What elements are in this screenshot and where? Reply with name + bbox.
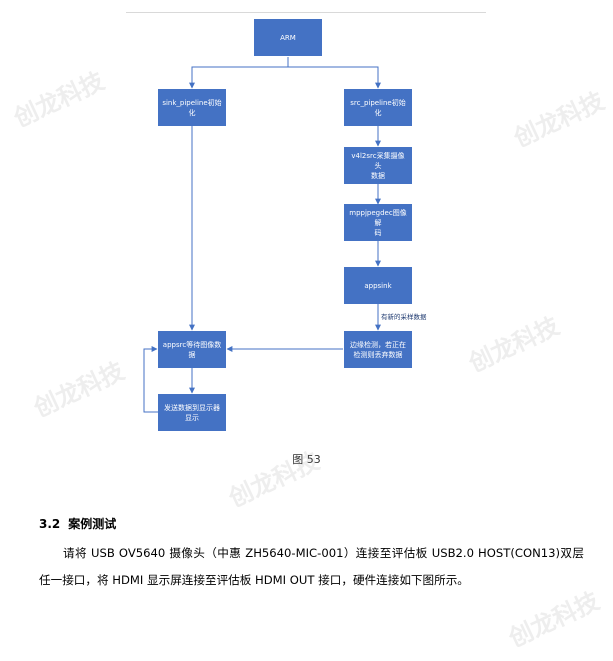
top-rule (126, 12, 486, 13)
edge-label-new-sample: 有新的采样数据 (381, 313, 427, 321)
arrow-arm-to-sink-init (189, 57, 289, 89)
box-src-pipeline-init: src_pipeline初始化 (344, 89, 412, 126)
section-paragraph: 请将 USB OV5640 摄像头（中惠 ZH5640-MIC-001）连接至评… (39, 546, 584, 587)
section-title: 案例测试 (68, 517, 117, 531)
section-number: 3.2 (39, 517, 61, 531)
box-arm: ARM (254, 19, 322, 56)
box-send-to-display: 发送数据到显示器 显示 (158, 394, 226, 431)
box-sink-pipeline-init: sink_pipeline初始 化 (158, 89, 226, 126)
box-appsink: appsink (344, 267, 412, 304)
arrow-send-loop-back (143, 346, 158, 413)
box-appsrc-wait: appsrc等待图像数 据 (158, 331, 226, 368)
figure-caption: 图 53 (292, 453, 321, 466)
box-mppjpegdec-decode: mppjpegdec图像解 码 (344, 204, 412, 241)
box-edge-detection: 边缘检测，若正在 检测则丢弃数据 (344, 331, 412, 368)
arrow-arm-to-src-init (288, 66, 381, 89)
section-heading: 3.2 案例测试 (39, 515, 116, 532)
box-v4l2src-capture: v4l2src采集摄像头 数据 (344, 147, 412, 184)
